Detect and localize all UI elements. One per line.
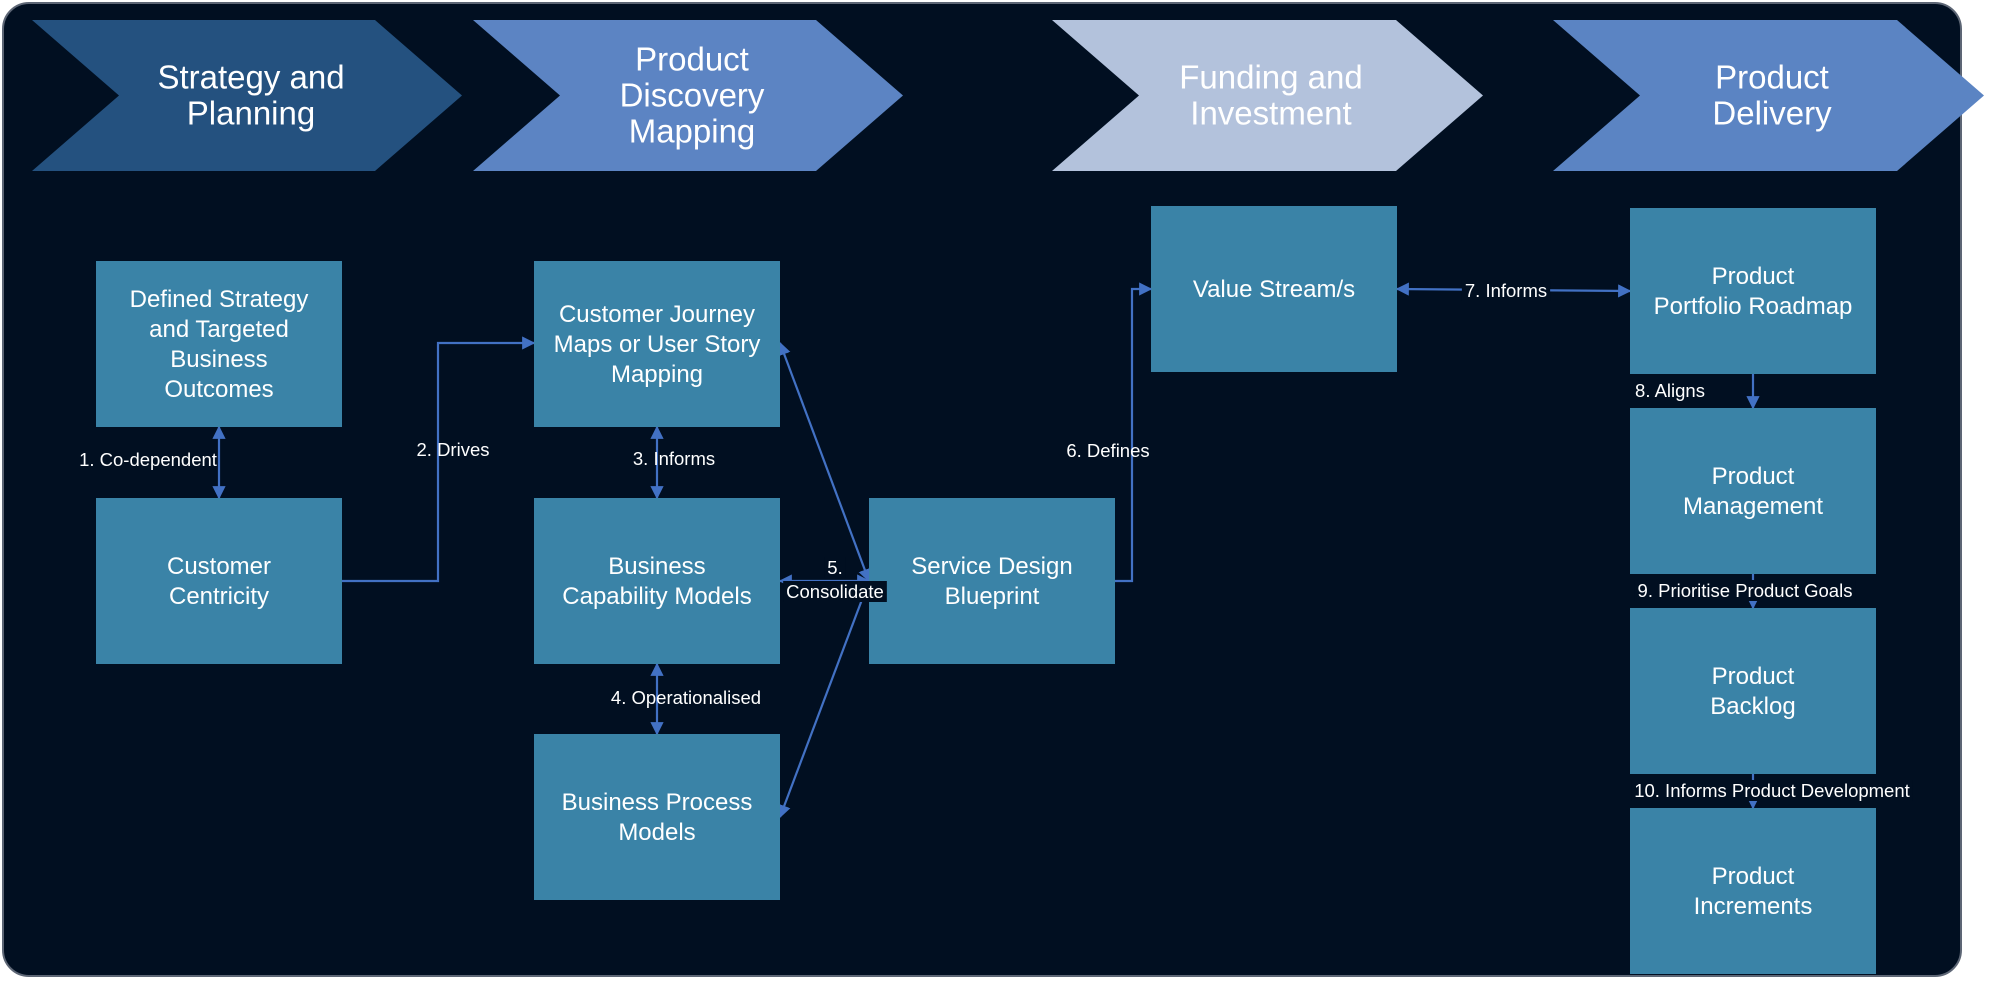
- connector-label-bg-informs-dev: [1631, 780, 1913, 801]
- connector-label-informs-7: 7. Informs: [1465, 280, 1547, 301]
- stage-title-funding: Funding and: [1179, 59, 1362, 96]
- stage-title-delivery: Delivery: [1712, 95, 1832, 132]
- connector-label-bg-consolidate: [783, 581, 887, 602]
- connector-labels: 1. Co-dependent 2. Drives 3. Informs 4. Ope…: [79, 280, 1913, 801]
- box-label-service-design: Blueprint: [945, 583, 1040, 610]
- connector-drives: [342, 336, 536, 583]
- box-shape-service-design: [869, 498, 1115, 664]
- box-label-value-stream: Value Stream/s: [1193, 276, 1355, 303]
- stage-title-strategy: Planning: [187, 95, 315, 132]
- box-label-portfolio-roadmap: Product: [1712, 263, 1795, 290]
- connector-label-bg-consolidate: [824, 557, 846, 578]
- box-label-business-capability: Business: [608, 553, 705, 580]
- box-value-stream: Value Stream/s: [1151, 206, 1397, 372]
- box-label-portfolio-roadmap: Portfolio Roadmap: [1654, 293, 1853, 320]
- box-label-defined-strategy: Defined Strategy: [130, 286, 309, 313]
- connector-label-consolidate: 5.: [827, 557, 842, 578]
- box-label-product-management: Management: [1683, 493, 1823, 520]
- box-label-defined-strategy: Business: [170, 346, 267, 373]
- stage-chevrons: Strategy andPlanningProductDiscoveryMapp…: [32, 20, 1984, 171]
- connector-process-service: [778, 579, 871, 819]
- box-shape-business-process: [534, 734, 780, 900]
- stage-title-discovery: Product: [635, 41, 749, 78]
- connector-label-drives: 2. Drives: [417, 439, 490, 460]
- connector-label-bg-informs-7: [1461, 280, 1551, 301]
- connector-label-bg-prioritise: [1634, 580, 1856, 601]
- stage-title-discovery: Mapping: [629, 113, 756, 150]
- box-shape-value-stream: [1151, 206, 1397, 372]
- stage-title-discovery: Discovery: [620, 77, 765, 114]
- connector-label-consolidate: Consolidate: [786, 581, 884, 602]
- connector-label-aligns: 8. Aligns: [1635, 380, 1705, 401]
- connector-label-co-dependent: 1. Co-dependent: [79, 449, 217, 470]
- stage-title-funding: Investment: [1190, 95, 1351, 132]
- box-shape-product-backlog: [1630, 608, 1876, 774]
- box-label-business-process: Business Process: [562, 789, 753, 816]
- diagram-frame: [2, 2, 1962, 977]
- box-shape-portfolio-roadmap: [1630, 208, 1876, 374]
- stage-title-delivery: Product: [1715, 59, 1829, 96]
- box-label-customer-journey: Customer Journey: [559, 301, 755, 328]
- box-shape-defined-strategy: [96, 261, 342, 427]
- box-label-product-increments: Increments: [1694, 893, 1813, 920]
- connector-journey-service: [777, 341, 872, 583]
- box-label-customer-journey: Maps or User Story: [554, 331, 761, 358]
- box-label-customer-centricity: Centricity: [169, 583, 269, 610]
- box-label-product-increments: Product: [1712, 863, 1795, 890]
- connector-label-informs-3: 3. Informs: [633, 448, 715, 469]
- box-label-product-backlog: Product: [1712, 663, 1795, 690]
- stage-chevron-delivery: [1553, 20, 1984, 171]
- box-shape-customer-centricity: [96, 498, 342, 664]
- connector-label-defines: 6. Defines: [1066, 440, 1149, 461]
- stage-chevron-discovery: [473, 20, 903, 171]
- connector-label-informs-dev: 10. Informs Product Development: [1634, 780, 1910, 801]
- connector-label-operationalised: 4. Operationalised: [611, 687, 761, 708]
- box-label-product-management: Product: [1712, 463, 1795, 490]
- box-label-customer-centricity: Customer: [167, 553, 271, 580]
- box-label-defined-strategy: Outcomes: [164, 376, 273, 403]
- box-shape-product-management: [1630, 408, 1876, 574]
- connector-defines: [1115, 282, 1153, 583]
- box-label-defined-strategy: and Targeted: [149, 316, 289, 343]
- box-label-service-design: Service Design: [911, 553, 1072, 580]
- box-label-product-backlog: Backlog: [1710, 693, 1795, 720]
- box-label-customer-journey: Mapping: [611, 361, 703, 388]
- stage-title-strategy: Strategy and: [157, 59, 344, 96]
- connector-label-prioritise: 9. Prioritise Product Goals: [1638, 580, 1853, 601]
- box-label-business-capability: Capability Models: [562, 583, 751, 610]
- box-defined-strategy: Defined Strategy and TargetedBusinessOutc…: [96, 261, 342, 427]
- box-label-business-process: Models: [618, 819, 695, 846]
- stage-chevron-strategy: [32, 20, 462, 171]
- box-shape-customer-journey: [534, 261, 780, 427]
- stage-chevron-funding: [1052, 20, 1483, 171]
- box-shape-business-capability: [534, 498, 780, 664]
- box-shape-product-increments: [1630, 808, 1876, 974]
